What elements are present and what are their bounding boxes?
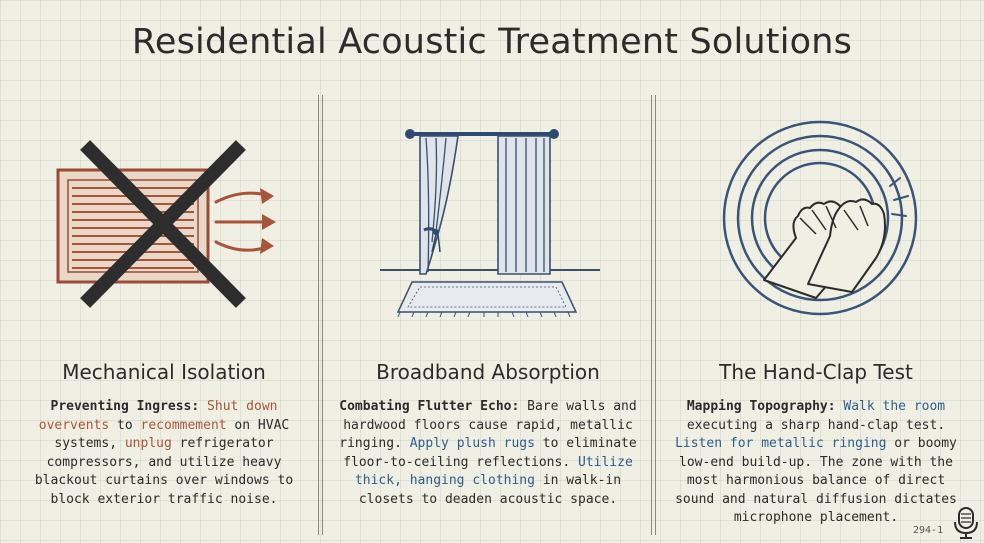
body-segment: Apply plush rugs (409, 436, 535, 451)
body-segment: Combating Flutter Echo: (339, 399, 528, 414)
body-segment: Walk the room (843, 399, 946, 414)
body-segment: Shut down overvents (38, 399, 278, 433)
body-segment: refrigerator compressors, and utilize he… (34, 436, 294, 507)
body-segment: on HVAC systems, (54, 417, 290, 452)
body-segment: to (109, 417, 141, 433)
body-segment: Preventing Ingress: (50, 399, 208, 414)
curtain-rug-icon (380, 129, 600, 318)
column-divider-1 (318, 95, 323, 535)
body-segment: Bare walls and hardwood floors cause rap… (339, 399, 637, 451)
body-segment: recommement (140, 417, 227, 433)
column-body-hand-clap-test: Mapping Topography: Walk the room execut… (666, 398, 966, 528)
body-segment: unplug (124, 436, 172, 451)
footer-code: 294-1 (913, 525, 944, 536)
column-body-broadband-absorption: Combating Flutter Echo: Bare walls and h… (338, 398, 638, 509)
blocked-vent-icon (56, 140, 276, 308)
column-divider-2 (651, 95, 656, 535)
body-segment: Listen for metallic ringing (675, 436, 887, 451)
body-segment: or boomy low-end build-up. The zone with… (675, 436, 957, 525)
body-segment: to eliminate floor-to-ceiling reflection… (343, 436, 637, 470)
column-body-mechanical-isolation: Preventing Ingress: Shut down overvents … (14, 398, 314, 509)
hand-clap-icon (722, 120, 918, 316)
column-heading-hand-clap-test: The Hand-Clap Test (719, 360, 913, 384)
body-segment: in walk-in closets to deaden acoustic sp… (358, 473, 622, 507)
body-segment: Utilize thick, hanging clothing (354, 454, 633, 489)
body-segment: Mapping Topography: (686, 399, 844, 414)
column-heading-broadband-absorption: Broadband Absorption (376, 360, 600, 384)
body-segment: executing a sharp hand-clap test. (686, 417, 946, 433)
page-title: Residential Acoustic Treatment Solutions (131, 22, 853, 62)
microphone-icon (954, 507, 978, 539)
column-heading-mechanical-isolation: Mechanical Isolation (62, 360, 266, 384)
